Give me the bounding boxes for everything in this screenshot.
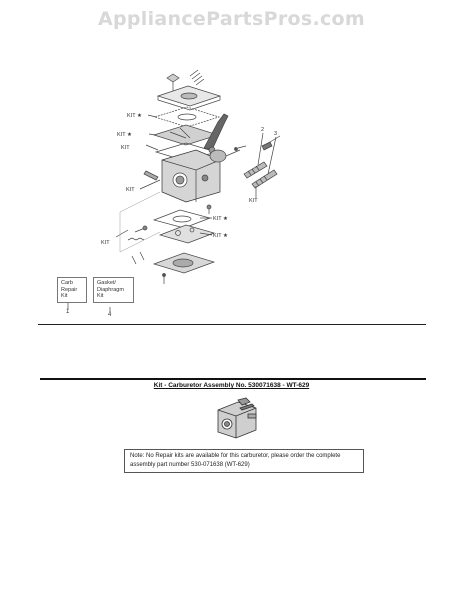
- screws-left-part: [131, 251, 145, 265]
- kit-callout: KIT: [101, 240, 110, 246]
- part-number-2: 2: [261, 127, 264, 133]
- divider-line: [38, 324, 426, 325]
- bottom-cover-part: [152, 252, 216, 274]
- inlet-needle-part: [134, 225, 148, 233]
- spring-part: [127, 237, 145, 241]
- section-title: Kit - Carburetor Assembly No. 530071638 …: [153, 382, 310, 389]
- watermark: AppliancePartsPros.com: [97, 8, 365, 30]
- gasket-diaphragm-kit-box: Gasket/ Diaphragm Kit: [93, 277, 134, 303]
- top-screw-part: [166, 73, 180, 92]
- adjust-screw-2-part: [243, 161, 268, 179]
- metering-gasket-part: [152, 209, 212, 229]
- carb-cover-part: [156, 85, 222, 111]
- idle-screw-part: [261, 135, 281, 151]
- kit-callout: KIT: [121, 145, 130, 151]
- kit-callout: KIT ★: [127, 112, 142, 119]
- valve-part: [206, 204, 212, 214]
- kit-callout: KIT ★: [117, 131, 132, 138]
- carburetor-exploded-diagram: KIT ★ KIT ★ KIT KIT KIT KIT ★ KIT ★ KIT …: [67, 69, 281, 312]
- carb-repair-kit-box: Carb Repair Kit: [57, 277, 87, 303]
- kit-callout: KIT: [126, 187, 135, 193]
- part-number-3: 3: [274, 131, 277, 137]
- kit-callout: KIT ★: [213, 215, 228, 222]
- kit-number-1: 1: [66, 309, 70, 315]
- bottom-screw-part: [162, 273, 166, 284]
- pump-diaphragm-part: [158, 224, 216, 244]
- carburetor-assembly-image: [217, 397, 257, 439]
- carb-body-part: [161, 149, 221, 203]
- small-screw-part: [234, 145, 247, 151]
- top-spring-part: [189, 69, 205, 86]
- adjust-screw-3-part: [251, 169, 278, 189]
- section-divider: [40, 378, 426, 380]
- kit-number-4: 4: [108, 312, 112, 318]
- choke-plate-part: [209, 149, 241, 163]
- assembly-note: Note: No Repair kits are available for t…: [124, 449, 364, 473]
- pivot-pin-part: [143, 170, 159, 181]
- kit-callout: KIT: [249, 198, 258, 204]
- gasket-1-part: [153, 106, 221, 128]
- kit-callout: KIT ★: [213, 232, 228, 239]
